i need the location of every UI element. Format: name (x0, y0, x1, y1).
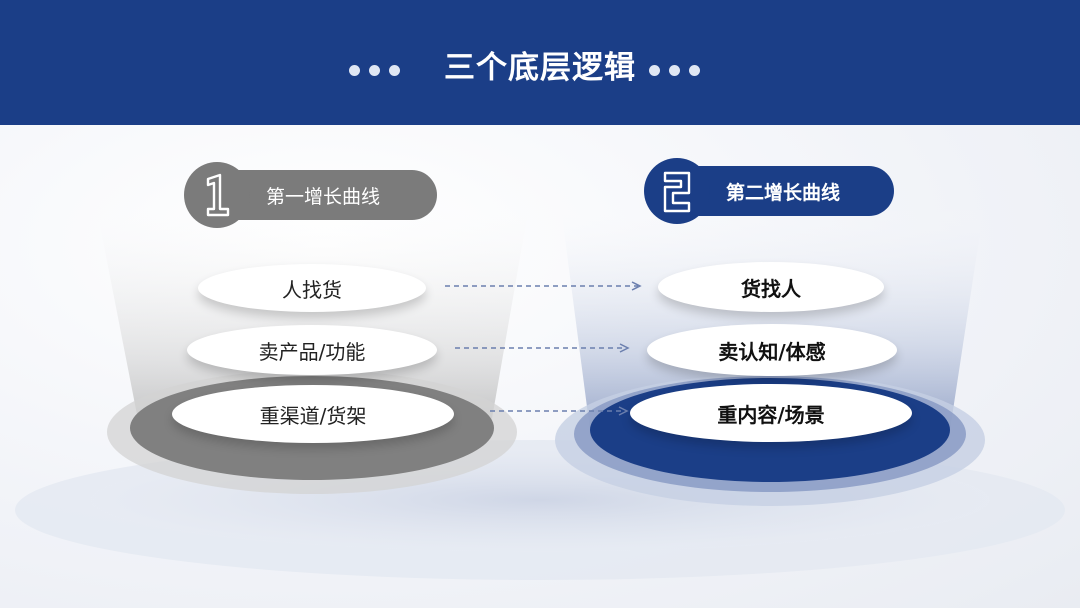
right-item-2: 卖认知/体感 (647, 324, 897, 376)
second-curve-heading: 第二增长曲线 (644, 158, 894, 224)
left-item-3: 重渠道/货架 (172, 385, 454, 443)
header-band (0, 0, 1080, 125)
decor-dots-right (649, 65, 700, 76)
left-item-2: 卖产品/功能 (187, 325, 437, 375)
left-item-1: 人找货 (198, 264, 426, 312)
right-item-1: 货找人 (658, 262, 884, 312)
arrow-heads (618, 281, 642, 416)
first-curve-heading-text: 第一增长曲线 (266, 185, 381, 208)
page-title: 三个底层逻辑 (444, 50, 636, 86)
dashed-arrows (445, 285, 638, 412)
number-1-icon (184, 162, 250, 228)
arrow-head-2 (619, 343, 630, 353)
second-curve-heading-text: 第二增长曲线 (726, 181, 841, 204)
decor-dots-left (349, 65, 400, 76)
arrow-head-3 (618, 406, 629, 416)
right-item-3: 重内容/场景 (630, 384, 912, 442)
first-curve-heading: 第一增长曲线 (184, 162, 437, 228)
arrow-head-1 (631, 281, 642, 291)
number-2-icon (644, 158, 710, 224)
